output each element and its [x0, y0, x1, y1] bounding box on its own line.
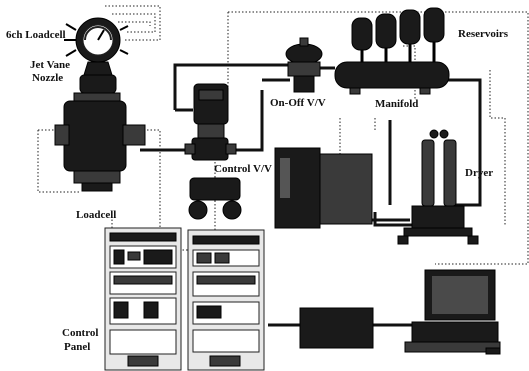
label-jet-vane-line1: Jet Vane	[30, 59, 70, 71]
label-loadcell: Loadcell	[76, 209, 116, 221]
label-manifold: Manifold	[375, 98, 418, 110]
label-control-panel-line1: Control	[62, 327, 98, 339]
jet-vane-nozzle	[74, 62, 120, 101]
on-off-valve	[286, 38, 322, 92]
computer-workstation	[405, 270, 500, 354]
label-dryer: Dryer	[465, 167, 493, 179]
loadcell-6ch-gauge	[64, 18, 128, 62]
label-jet-vane-line2: Nozzle	[32, 72, 63, 84]
control-panel-left-cabinet	[105, 228, 181, 370]
label-control-panel-line2: Panel	[64, 341, 90, 353]
manifold	[335, 62, 449, 94]
compressor	[275, 148, 372, 228]
label-control-valve: Control V/V	[214, 163, 272, 175]
cart-unit	[189, 178, 241, 219]
control-valve	[185, 84, 236, 160]
loadcell-stand	[55, 101, 145, 191]
label-reservoirs: Reservoirs	[458, 28, 509, 40]
dryer	[398, 130, 478, 244]
label-6ch-loadcell: 6ch Loadcell	[6, 29, 66, 41]
reservoirs	[352, 8, 444, 62]
control-panel-right-cabinet	[188, 230, 264, 370]
daq-unit	[300, 308, 373, 348]
label-on-off-valve: On-Off V/V	[270, 97, 326, 109]
